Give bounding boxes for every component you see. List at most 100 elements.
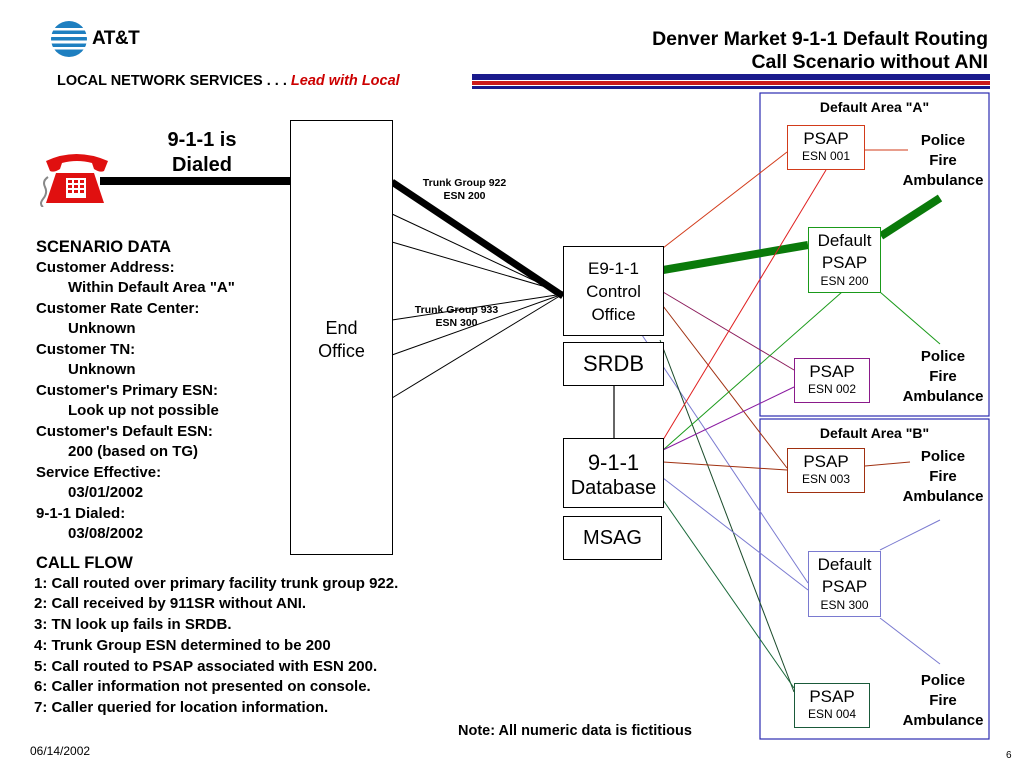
brand-wordmark: AT&T [92, 28, 140, 49]
esn300-services-up [879, 519, 941, 551]
scenario-label: Customer TN: [36, 340, 136, 358]
db-to-psap001 [662, 169, 827, 441]
services-fire: Fire [929, 692, 957, 709]
title-line-2: Call Scenario without ANI [751, 51, 988, 73]
psap-200-esn: ESN 200 [820, 274, 869, 288]
db-to-esn200 [662, 291, 843, 451]
area-b-border [759, 418, 990, 740]
control-office-line-3: Office [591, 305, 636, 324]
psap-300-line-2: PSAP [821, 577, 868, 596]
psap-esn-002: PSAP ESN 002 [794, 358, 870, 403]
psap003-services [864, 461, 911, 467]
co-to-psap003 [662, 305, 788, 469]
call-flow-step: 7: Caller queried for location informati… [34, 698, 329, 716]
scenario-value: 03/01/2002 [68, 484, 144, 501]
psap-002-name: PSAP [809, 362, 855, 381]
msag-label: MSAG [583, 527, 642, 549]
route-esn200-services [878, 194, 943, 240]
services-police: Police [920, 348, 966, 365]
att-globe-icon [50, 21, 88, 57]
psap-004-name: PSAP [809, 687, 855, 706]
psap-esn-003: PSAP ESN 003 [787, 448, 865, 493]
services-ambulance: Ambulance [902, 712, 984, 729]
psap-esn-300: Default PSAP ESN 300 [808, 551, 881, 617]
esn300-services-down [879, 617, 941, 665]
header-rule-blue [472, 74, 990, 80]
control-office-line-2: Control [586, 282, 641, 301]
trunk-933-name: Trunk Group 933 [414, 304, 499, 316]
msag-box: MSAG [563, 516, 662, 560]
psap-300-line-1: Default [817, 555, 872, 574]
psap-esn-004: PSAP ESN 004 [794, 683, 870, 728]
trunk-922-name: Trunk Group 922 [422, 177, 507, 189]
services-group-1: Police Fire Ambulance [896, 131, 990, 191]
psap-300-esn: ESN 300 [820, 598, 869, 612]
db-to-psap004 [662, 499, 795, 689]
db-to-psap003 [662, 461, 788, 471]
dialed-line-1: 9-1-1 is [167, 129, 237, 151]
scenario-value: Look up not possible [68, 402, 219, 419]
header-rule-blue-2 [472, 86, 990, 89]
services-police: Police [920, 672, 966, 689]
services-ambulance: Ambulance [902, 172, 984, 189]
header-rule-red [472, 81, 990, 85]
database-line-2: Database [570, 477, 657, 499]
call-flow-step: 3: TN look up fails in SRDB. [34, 616, 232, 634]
page-title: Denver Market 9-1-1 Default Routing Call… [652, 28, 988, 74]
trunk-933-line-b [391, 293, 564, 356]
psap-003-esn: ESN 003 [801, 472, 851, 486]
scenario-value: Within Default Area "A" [68, 279, 235, 296]
scenario-value: 03/08/2002 [68, 525, 144, 542]
trunk-line-2 [391, 213, 564, 295]
area-a-label: Default Area "A" [819, 99, 930, 115]
services-police: Police [920, 448, 966, 465]
trunk-line-3 [391, 241, 564, 293]
srdb-box: SRDB [563, 342, 664, 386]
call-flow-step: 2: Call received by 911SR without ANI. [34, 595, 307, 613]
call-flow: CALL FLOW 1: Call routed over primary fa… [34, 553, 398, 719]
services-group-2: Police Fire Ambulance [896, 347, 990, 407]
dialed-label: 9-1-1 is Dialed [140, 128, 264, 178]
scenario-value: Unknown [68, 361, 136, 378]
services-fire: Fire [929, 368, 957, 385]
scenario-label: Customer Address: [36, 258, 175, 276]
call-flow-step: 6: Caller information not presented on c… [34, 678, 371, 696]
area-b-label: Default Area "B" [819, 425, 930, 441]
end-office-line-2: Office [318, 341, 365, 361]
psap-200-line-2: PSAP [821, 253, 868, 272]
control-office-line-1: E9-1-1 [587, 259, 640, 278]
co-to-esn300 [639, 331, 809, 584]
psap-003-name: PSAP [803, 452, 849, 471]
scenario-value: Unknown [68, 320, 136, 337]
co-to-psap001 [662, 151, 788, 249]
services-ambulance: Ambulance [902, 488, 984, 505]
psap-001-name: PSAP [803, 129, 849, 148]
psap-200-line-1: Default [817, 231, 872, 250]
psap-esn-001: PSAP ESN 001 [787, 125, 865, 170]
call-flow-step: 5: Call routed to PSAP associated with E… [34, 657, 378, 675]
scenario-label: 9-1-1 Dialed: [36, 504, 126, 522]
scenario-heading: SCENARIO DATA [36, 238, 172, 256]
services-group-3: Police Fire Ambulance [896, 447, 990, 507]
db-to-psap002 [662, 386, 795, 451]
page-number: 6 [1006, 750, 1012, 761]
psap-002-esn: ESN 002 [807, 382, 857, 396]
services-ambulance: Ambulance [902, 388, 984, 405]
trunk-922-label: Trunk Group 922 ESN 200 [412, 177, 517, 203]
fictitious-note: Note: All numeric data is fictitious [458, 723, 692, 739]
subtitle-prefix: LOCAL NETWORK SERVICES . . . [57, 73, 287, 89]
phone-icon [38, 151, 112, 208]
psap-001-esn: ESN 001 [801, 149, 851, 163]
title-line-1: Denver Market 9-1-1 Default Routing [652, 28, 988, 50]
control-office-box: E9-1-1 Control Office [563, 246, 664, 336]
services-fire: Fire [929, 152, 957, 169]
call-flow-step: 4: Trunk Group ESN determined to be 200 [34, 636, 331, 654]
database-box: 9-1-1 Database [563, 438, 664, 508]
database-line-1: 9-1-1 [587, 450, 640, 475]
esn200-to-services-b [879, 291, 941, 345]
trunk-933-label: Trunk Group 933 ESN 300 [404, 304, 509, 330]
end-office-line-1: End [325, 318, 358, 338]
scenario-value: 200 (based on TG) [68, 443, 199, 460]
subtitle-tagline: Lead with Local [290, 73, 400, 89]
